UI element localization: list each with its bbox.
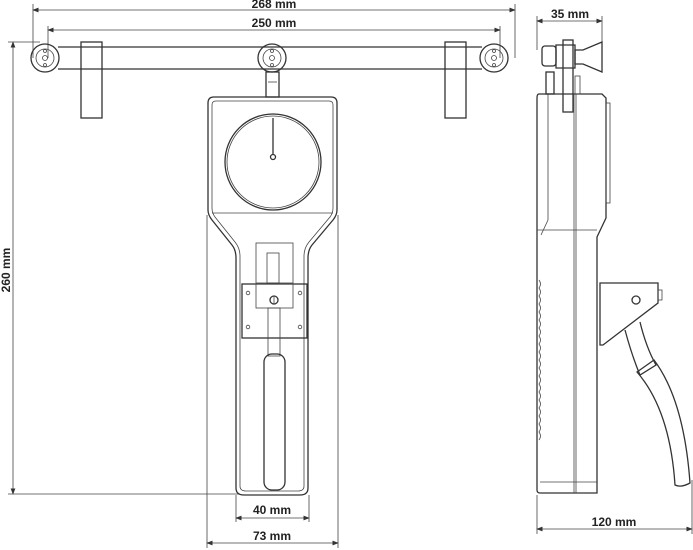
dim-268-label: 268 mm <box>252 0 297 11</box>
hook-ring-left <box>30 43 60 73</box>
dim-268: 268 mm <box>32 0 516 58</box>
dim-120: 120 mm <box>536 480 693 534</box>
hook-ring-center <box>257 43 287 73</box>
dim-35: 35 mm <box>536 7 603 50</box>
hook-ring-right <box>479 43 509 73</box>
hook-side <box>574 41 603 73</box>
trigger-bracket <box>599 282 659 346</box>
cross-bar <box>30 41 509 119</box>
dim-250: 250 mm <box>47 16 501 58</box>
slide-plate <box>241 283 308 339</box>
side-view <box>536 39 691 494</box>
dim-120-label: 120 mm <box>592 515 637 529</box>
dim-73: 73 mm <box>206 215 339 548</box>
dial-gauge <box>224 113 322 211</box>
dim-260-label: 260 mm <box>0 248 13 293</box>
dim-35-label: 35 mm <box>551 7 589 21</box>
trigger-lever <box>636 359 691 487</box>
dim-73-label: 73 mm <box>253 529 291 543</box>
dim-40: 40 mm <box>235 495 310 522</box>
dim-250-label: 250 mm <box>252 16 297 30</box>
grip-rod <box>263 353 286 491</box>
dim-40-label: 40 mm <box>253 503 291 517</box>
dynamometer-body <box>207 96 338 496</box>
dim-260: 260 mm <box>0 41 240 495</box>
